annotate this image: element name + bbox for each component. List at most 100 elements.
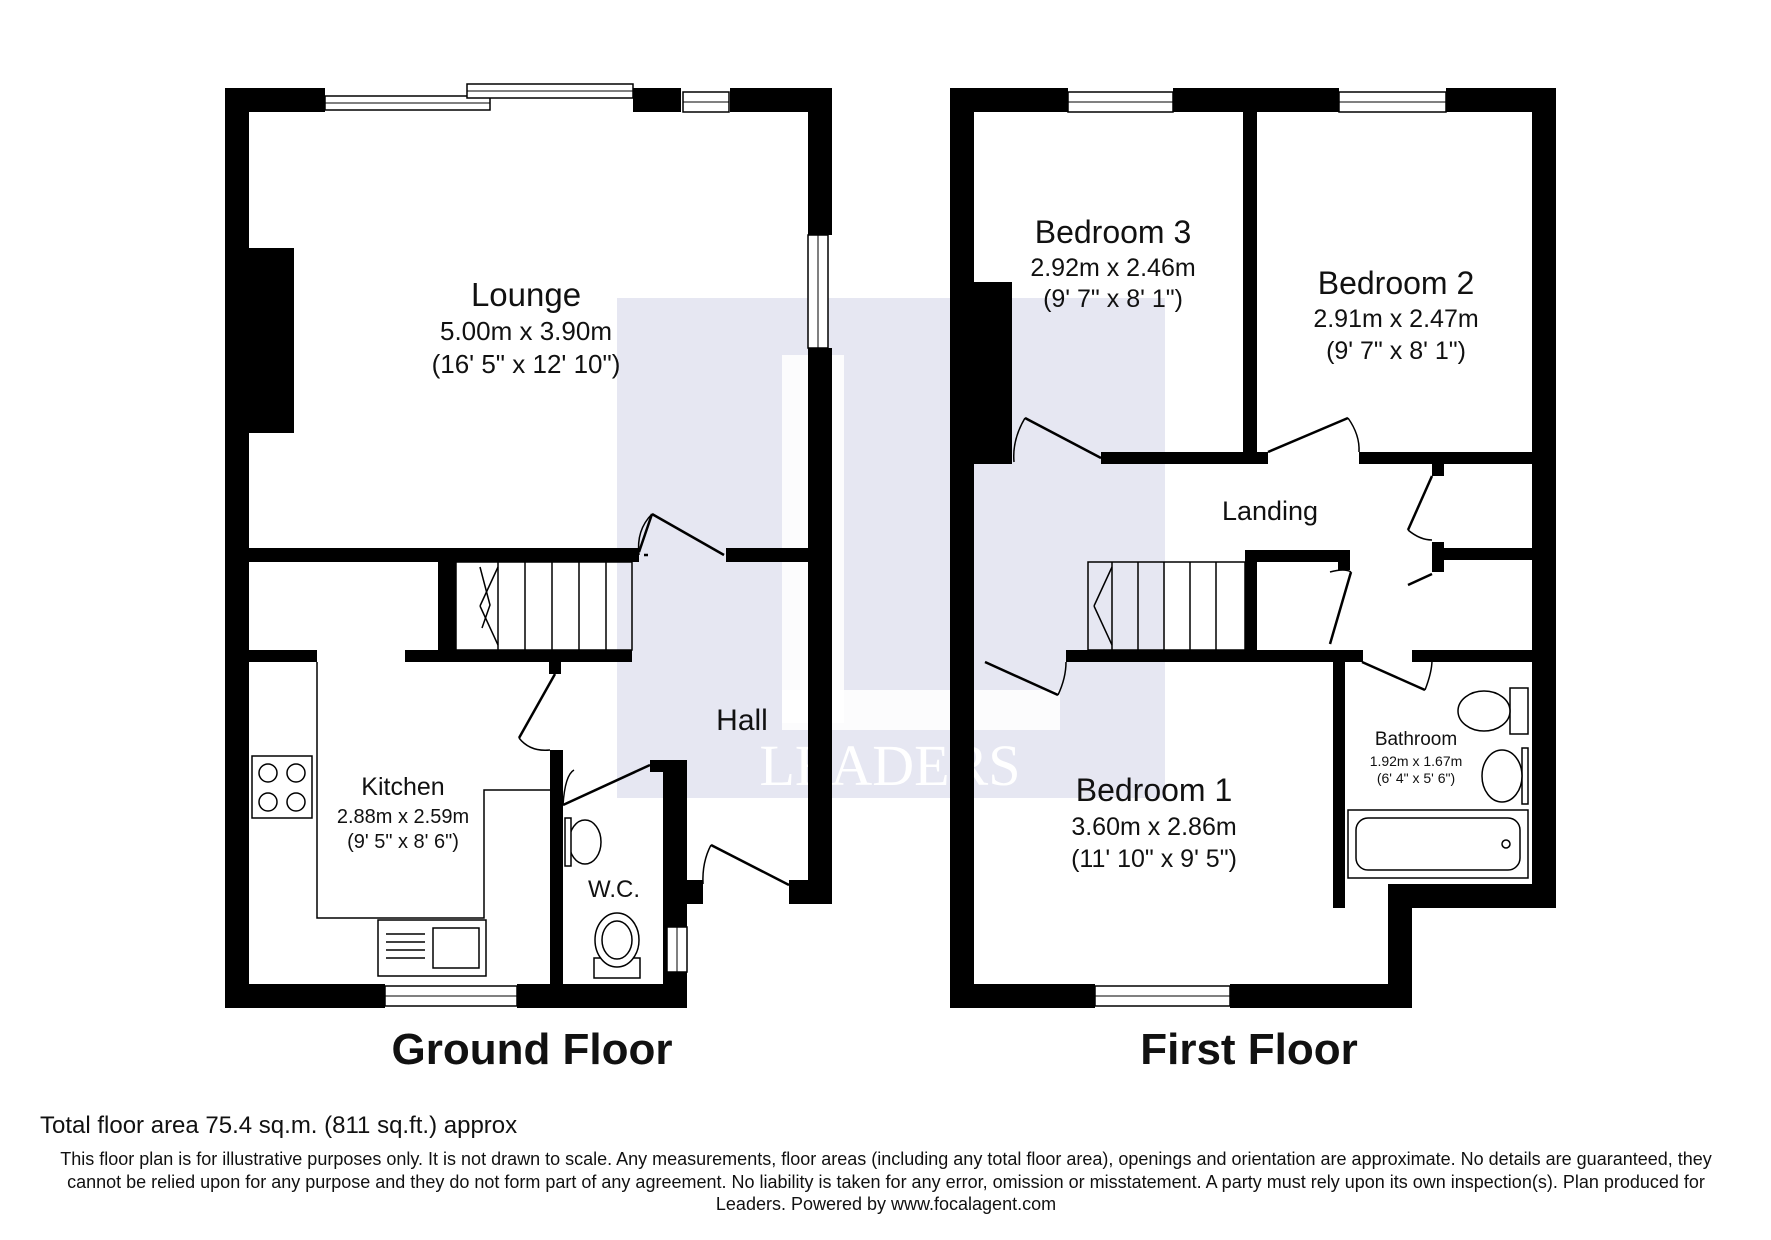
leaders-watermark: LEADERS bbox=[617, 298, 1165, 798]
wall bbox=[726, 548, 808, 562]
wall bbox=[225, 984, 385, 1008]
toilet-seat bbox=[601, 920, 633, 960]
basin bbox=[1481, 749, 1523, 803]
wall bbox=[633, 88, 681, 112]
chimney-breast bbox=[974, 282, 1012, 464]
wall bbox=[1432, 548, 1532, 560]
hob-ring bbox=[286, 763, 306, 783]
room-name: Bathroom bbox=[1375, 729, 1457, 750]
bedroom1-label: Bedroom 1 3.60m x 2.86m (11' 10" x 9' 5"… bbox=[1071, 772, 1237, 873]
room-size-metric: 2.92m x 2.46m bbox=[1030, 254, 1195, 282]
watermark-text: LEADERS bbox=[760, 733, 1021, 798]
wall bbox=[808, 88, 832, 235]
wall bbox=[405, 650, 632, 662]
room-name: Landing bbox=[1222, 496, 1318, 526]
wall bbox=[1412, 650, 1532, 662]
room-name: Bedroom 2 bbox=[1318, 265, 1475, 301]
wall bbox=[249, 548, 639, 562]
bathroom-label: Bathroom 1.92m x 1.67m (6' 4" x 5' 6") bbox=[1370, 729, 1463, 786]
room-name: Hall bbox=[716, 704, 768, 737]
wall bbox=[663, 880, 703, 904]
first-floor-title: First Floor bbox=[1140, 1025, 1358, 1074]
wall bbox=[1343, 650, 1363, 662]
room-size-metric: 1.92m x 1.67m bbox=[1370, 753, 1463, 769]
first-floor-doors bbox=[984, 416, 1434, 697]
room-name: W.C. bbox=[588, 876, 640, 903]
basin-edge bbox=[1521, 747, 1529, 805]
ground-floor-stairs bbox=[455, 561, 633, 651]
wall bbox=[1359, 452, 1532, 464]
room-size-imperial: (9' 5" x 8' 6") bbox=[347, 831, 459, 853]
wall bbox=[249, 650, 317, 662]
first-floor-stairs bbox=[1087, 561, 1246, 651]
toilet-cistern bbox=[1509, 687, 1529, 735]
bathroom-fittings bbox=[1347, 687, 1529, 879]
wall bbox=[225, 88, 249, 1008]
wall bbox=[550, 750, 563, 1008]
ground-floor-title: Ground Floor bbox=[391, 1025, 672, 1074]
wall bbox=[1173, 88, 1339, 112]
landing-label: Landing bbox=[1222, 496, 1318, 526]
first-floor-window-lines bbox=[1068, 101, 1446, 997]
wc-fittings bbox=[564, 817, 641, 979]
room-name: Kitchen bbox=[361, 773, 444, 801]
bath-inner bbox=[1355, 817, 1521, 871]
disclaimer: This floor plan is for illustrative purp… bbox=[60, 1149, 1712, 1214]
wall bbox=[549, 650, 561, 674]
wall bbox=[789, 880, 832, 904]
kitchen-fittings bbox=[251, 662, 550, 977]
room-size-imperial: (9' 7" x 8' 1") bbox=[1043, 285, 1183, 313]
room-size-metric: 2.91m x 2.47m bbox=[1313, 305, 1478, 333]
wall bbox=[808, 348, 832, 904]
wall bbox=[1333, 650, 1345, 908]
total-floor-area: Total floor area 75.4 sq.m. (811 sq.ft.)… bbox=[40, 1112, 518, 1139]
ground-floor-plan bbox=[225, 88, 832, 1008]
room-size-imperial: (11' 10" x 9' 5") bbox=[1071, 845, 1237, 873]
bath-plug bbox=[1501, 839, 1511, 849]
wall bbox=[1230, 984, 1412, 1008]
wall bbox=[1066, 650, 1356, 662]
wall bbox=[950, 88, 974, 1008]
wall bbox=[1243, 112, 1257, 452]
room-name: Bedroom 3 bbox=[1035, 214, 1192, 250]
room-size-imperial: (16' 5" x 12' 10") bbox=[432, 349, 621, 379]
ground-floor-window-lines bbox=[325, 90, 819, 997]
wall bbox=[1388, 884, 1556, 908]
hob-ring bbox=[258, 792, 278, 812]
wc-basin bbox=[568, 819, 602, 865]
hall-label: Hall bbox=[716, 704, 768, 737]
hob-ring bbox=[286, 792, 306, 812]
wall bbox=[974, 452, 1012, 464]
wall bbox=[1532, 88, 1556, 908]
sink-unit bbox=[377, 919, 487, 977]
bedroom2-label: Bedroom 2 2.91m x 2.47m (9' 7" x 8' 1") bbox=[1313, 265, 1478, 365]
wall bbox=[517, 984, 687, 1008]
wall bbox=[1338, 550, 1350, 570]
room-name: Lounge bbox=[471, 276, 581, 313]
first-floor-plan bbox=[950, 88, 1556, 1008]
wall bbox=[1245, 550, 1257, 662]
lounge-label: Lounge 5.00m x 3.90m (16' 5" x 12' 10") bbox=[432, 276, 621, 379]
sink-bowl bbox=[432, 927, 480, 969]
wall bbox=[438, 562, 456, 656]
wall bbox=[1432, 542, 1444, 572]
kitchen-label: Kitchen 2.88m x 2.59m (9' 5" x 8' 6") bbox=[337, 773, 469, 853]
kitchen-worktop bbox=[316, 662, 550, 919]
ground-floor-doors bbox=[517, 512, 790, 887]
toilet-bowl bbox=[1457, 690, 1511, 732]
room-name: Bedroom 1 bbox=[1076, 772, 1233, 808]
room-size-metric: 2.88m x 2.59m bbox=[337, 806, 469, 828]
wc-label: W.C. bbox=[588, 876, 640, 903]
room-size-metric: 5.00m x 3.90m bbox=[440, 316, 612, 346]
wall bbox=[650, 760, 674, 772]
hob-ring bbox=[258, 763, 278, 783]
chimney-breast bbox=[249, 248, 294, 433]
bedroom3-label: Bedroom 3 2.92m x 2.46m (9' 7" x 8' 1") bbox=[1030, 214, 1195, 313]
room-size-metric: 3.60m x 2.86m bbox=[1071, 813, 1236, 841]
wall bbox=[1101, 452, 1268, 464]
wall bbox=[950, 984, 1095, 1008]
wall bbox=[1245, 550, 1345, 562]
room-size-imperial: (6' 4" x 5' 6") bbox=[1377, 770, 1455, 786]
wall bbox=[1432, 464, 1444, 476]
